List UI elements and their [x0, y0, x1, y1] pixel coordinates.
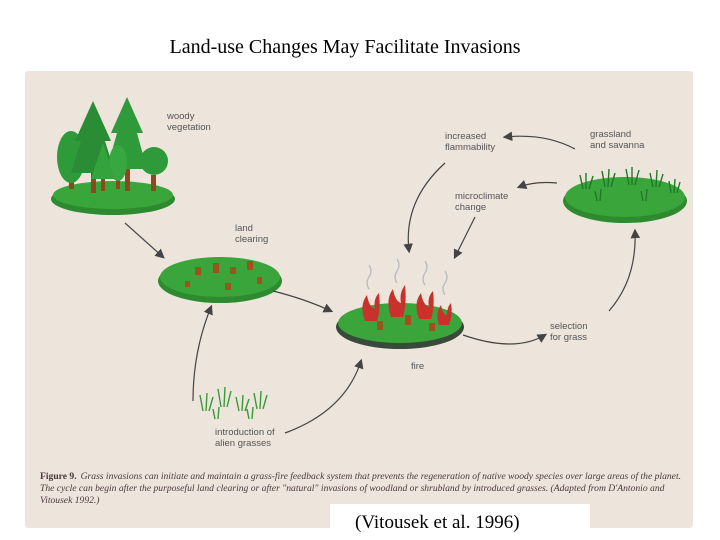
grass-tufts-icon: [579, 167, 681, 202]
arrow-flammability-to-fire: [403, 162, 446, 254]
label-land-clearing: land clearing: [235, 223, 269, 245]
label-grassland-savanna: grassland and savanna: [590, 129, 645, 151]
label-microclimate-change: microclimate change: [455, 191, 509, 213]
fire-patch: [336, 258, 464, 349]
citation-background: [330, 504, 590, 540]
label-selection-for-grass: selection for grass: [550, 321, 588, 343]
label-woody-vegetation: woody vegetation: [167, 111, 211, 133]
label-increased-flammability: increased flammability: [445, 131, 496, 153]
arrow-woody-to-clearing: [124, 222, 165, 259]
arrow-clearing-to-fire: [272, 290, 334, 313]
stump-icons: [377, 315, 435, 331]
cycle-arrows: [124, 131, 641, 434]
figure-panel: woody vegetation land clearing increased…: [25, 71, 693, 528]
tree-icon: [140, 147, 168, 191]
slide-title: Land-use Changes May Facilitate Invasion…: [169, 36, 521, 58]
woody-vegetation-patch: [51, 97, 175, 215]
label-introduction-alien-grasses: introduction of alien grasses: [215, 427, 275, 449]
arrow-grassland-to-flammability: [502, 131, 576, 150]
grassland-patch: [563, 167, 687, 223]
arrow-grasses-to-clearing: [192, 304, 213, 402]
citation: (Vitousek et al. 1996): [355, 512, 520, 533]
label-fire: fire: [411, 361, 425, 372]
caption-text: Grass invasions can initiate and maintai…: [40, 471, 682, 506]
tree-icon: [109, 145, 127, 189]
land-clearing-patch: [158, 257, 282, 303]
arrow-grasses-to-fire: [284, 358, 364, 434]
arrow-selection-to-grassland: [608, 228, 641, 312]
tree-icon: [91, 143, 115, 191]
cycle-diagram: [51, 97, 687, 434]
figure-caption: Figure 9.Grass invasions can initiate an…: [40, 471, 688, 507]
flame-icons: [362, 285, 452, 325]
arrow-microclimate-to-fire: [453, 216, 476, 260]
alien-grasses-icon: [199, 386, 268, 420]
arrow-grassland-to-microclimate: [516, 179, 558, 189]
arrow-fire-to-selection: [462, 333, 548, 345]
figure-number: Figure 9.: [40, 471, 77, 482]
stump-icons: [185, 261, 262, 290]
smoke-icon: [366, 258, 448, 296]
